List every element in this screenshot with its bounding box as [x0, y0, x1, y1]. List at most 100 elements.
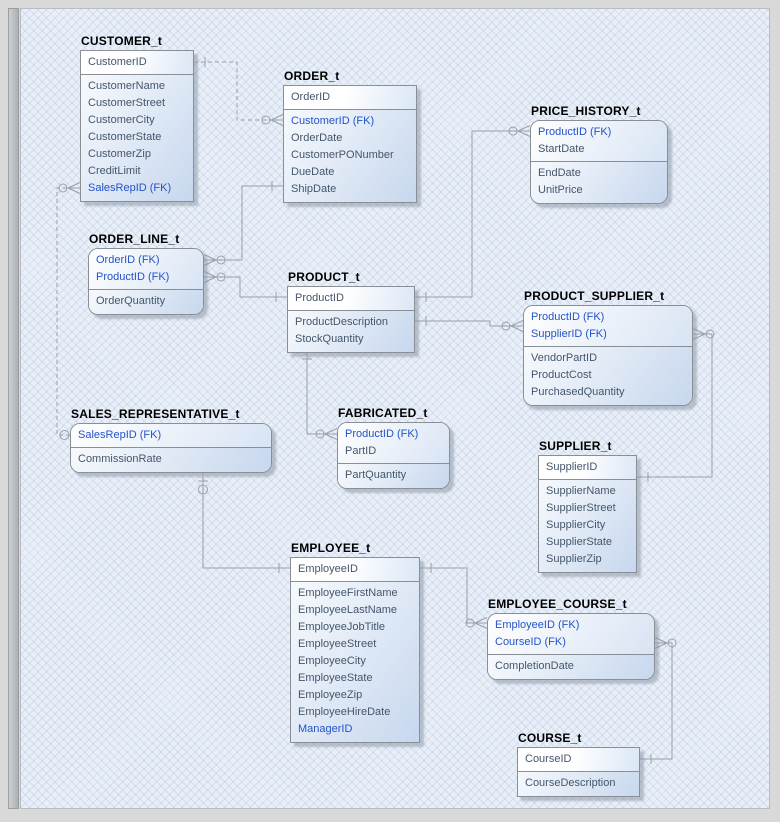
primary-key-section: ProductID (FK) StartDate — [531, 121, 667, 162]
attribute: EndDate — [538, 167, 581, 179]
attribute-section: CommissionRate — [71, 448, 271, 472]
entity-title: COURSE_t — [518, 731, 582, 745]
primary-key-section: EmployeeID — [291, 558, 419, 582]
relationship-product-fabricated[interactable] — [302, 348, 337, 440]
attribute: ProductDescription — [295, 316, 388, 328]
attribute: CustomerCity — [88, 114, 155, 126]
relationship-product-product_supplier[interactable] — [415, 316, 523, 332]
primary-key-section: EmployeeID (FK) CourseID (FK) — [488, 614, 654, 655]
attribute: SupplierZip — [546, 553, 602, 565]
relationship-product-order_line[interactable] — [204, 272, 287, 303]
attribute: DueDate — [291, 166, 335, 178]
relationship-employee-sales_representative[interactable] — [198, 473, 290, 573]
pk-attribute: EmployeeID (FK) — [495, 619, 580, 631]
entity-title: PRICE_HISTORY_t — [531, 104, 641, 118]
attribute: SupplierCity — [546, 519, 606, 531]
entity-box: SalesRepID (FK) CommissionRate — [70, 423, 272, 473]
entity-title: CUSTOMER_t — [81, 34, 163, 48]
attribute: EmployeeHireDate — [298, 706, 391, 718]
pk-attribute: CourseID (FK) — [495, 636, 566, 648]
attribute: PartQuantity — [345, 469, 407, 481]
pk-attribute: OrderID — [291, 91, 331, 103]
entity-title: FABRICATED_t — [338, 406, 428, 420]
attribute: EmployeeFirstName — [298, 587, 398, 599]
relationship-employee-employee_course[interactable] — [420, 563, 487, 629]
primary-key-section: SalesRepID (FK) — [71, 424, 271, 448]
pk-attribute: ProductID (FK) — [345, 428, 419, 440]
primary-key-section: OrderID (FK) ProductID (FK) — [89, 249, 203, 290]
primary-key-section: SupplierID — [539, 456, 636, 480]
attribute: CustomerPONumber — [291, 149, 394, 161]
attribute: EmployeeStreet — [298, 638, 377, 650]
attribute: CustomerName — [88, 80, 166, 92]
entity-title: PRODUCT_SUPPLIER_t — [524, 289, 665, 303]
attribute: EmployeeState — [298, 672, 373, 684]
attribute: SupplierName — [546, 485, 616, 497]
pk-attribute: CustomerID — [88, 56, 147, 68]
entity-title: SALES_REPRESENTATIVE_t — [71, 407, 240, 421]
attribute: EmployeeZip — [298, 689, 363, 701]
attribute-section: CourseDescription — [518, 772, 639, 796]
attribute: CustomerID (FK) — [291, 115, 375, 127]
attribute: PurchasedQuantity — [531, 386, 625, 398]
entity-title: PRODUCT_t — [288, 270, 360, 284]
attribute: SalesRepID (FK) — [88, 182, 172, 194]
attribute: SupplierStreet — [546, 502, 616, 514]
pk-attribute: ProductID (FK) — [531, 311, 605, 323]
pk-attribute: StartDate — [538, 143, 585, 155]
pk-attribute: ProductID (FK) — [96, 271, 170, 283]
attribute-section: CompletionDate — [488, 655, 654, 679]
relationship-sales_representative-customer[interactable] — [57, 183, 80, 440]
primary-key-section: ProductID — [288, 287, 414, 311]
attribute: CustomerState — [88, 131, 162, 143]
attribute: CommissionRate — [78, 453, 162, 465]
primary-key-section: OrderID — [284, 86, 416, 110]
relationship-product-price_history[interactable] — [415, 126, 530, 303]
entity-title: ORDER_LINE_t — [89, 232, 180, 246]
relationship-course-employee_course[interactable] — [640, 638, 676, 765]
pk-attribute: ProductID — [295, 292, 344, 304]
pk-attribute: PartID — [345, 445, 377, 457]
attribute: ShipDate — [291, 183, 337, 195]
relationship-supplier-product_supplier[interactable] — [637, 329, 714, 483]
entity-box: ProductID (FK) PartID PartQuantity — [337, 422, 450, 489]
attribute: StockQuantity — [295, 333, 364, 345]
attribute: ManagerID — [298, 723, 353, 735]
pk-attribute: OrderID (FK) — [96, 254, 160, 266]
relationship-order-order_line[interactable] — [204, 181, 283, 266]
attribute: CompletionDate — [495, 660, 574, 672]
attribute: VendorPartID — [531, 352, 598, 364]
entity-box: OrderID (FK) ProductID (FK) OrderQuantity — [88, 248, 204, 315]
pk-attribute: ProductID (FK) — [538, 126, 612, 138]
attribute: OrderQuantity — [96, 295, 166, 307]
primary-key-section: CustomerID — [81, 51, 193, 75]
relationship-customer-order[interactable] — [194, 57, 283, 126]
attribute: UnitPrice — [538, 184, 583, 196]
pk-attribute: SupplierID — [546, 461, 598, 473]
pk-attribute: SupplierID (FK) — [531, 328, 607, 340]
attribute: EmployeeCity — [298, 655, 366, 667]
attribute: EmployeeJobTitle — [298, 621, 386, 633]
